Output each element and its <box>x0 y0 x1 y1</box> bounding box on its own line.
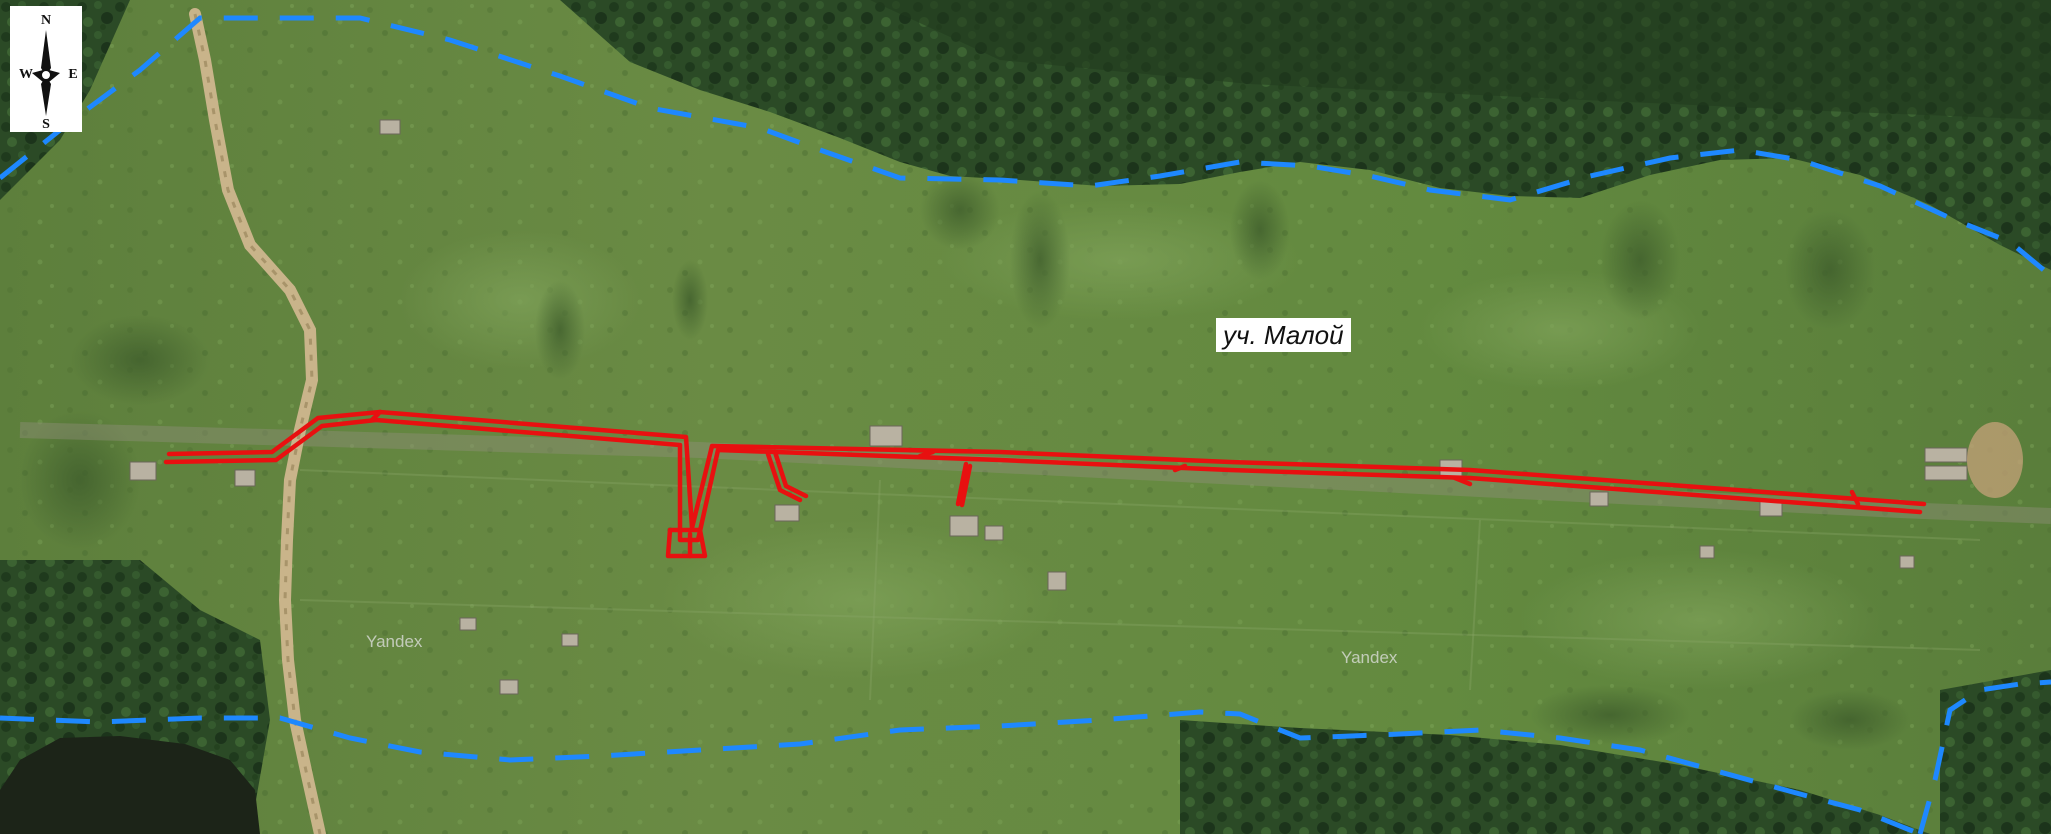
svg-text:E: E <box>68 67 77 82</box>
settlement-boundary <box>0 15 2051 834</box>
compass-icon: N S W E <box>19 13 78 132</box>
svg-text:S: S <box>42 117 50 132</box>
forest-south <box>1180 720 1930 834</box>
forest-southeast <box>1940 670 2051 834</box>
place-label: уч. Малой <box>1216 318 1351 352</box>
svg-text:W: W <box>19 67 33 82</box>
yandex-watermark: Yandex <box>1341 648 1398 667</box>
svg-text:N: N <box>41 13 51 28</box>
compass-rose: N S W E <box>10 6 82 132</box>
yandex-watermark: Yandex <box>366 632 423 651</box>
utility-network <box>163 409 1927 559</box>
lake <box>0 736 260 834</box>
